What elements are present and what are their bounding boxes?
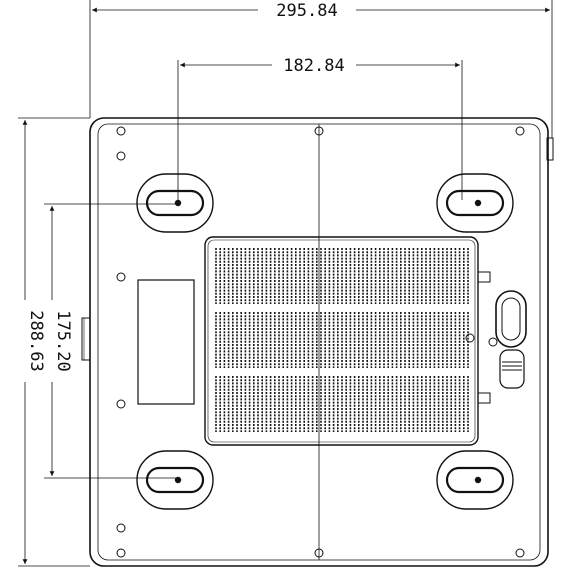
dimension-label-foot-spacing-depth: 175.20 — [53, 310, 73, 371]
rubber-feet — [136, 173, 514, 510]
rubber-foot — [136, 450, 214, 510]
rubber-foot — [136, 173, 214, 233]
dimension-foot-spacing-depth: 175.20 — [44, 203, 178, 479]
screw-holes — [116, 126, 525, 558]
dimension-foot-spacing-width: 182.84 — [177, 56, 463, 200]
vent-panel — [204, 236, 491, 446]
label-recess — [137, 279, 195, 405]
slide-switch — [495, 290, 527, 389]
dimension-overall-depth: 288.63 — [18, 117, 90, 567]
dimension-label-overall-width: 295.84 — [276, 1, 337, 21]
dimension-label-overall-depth: 288.63 — [26, 310, 46, 371]
dimension-label-foot-spacing-width: 182.84 — [283, 56, 344, 76]
dimension-overall-width: 295.84 — [89, 0, 553, 138]
rubber-foot — [436, 450, 514, 510]
vent-slots — [215, 248, 469, 432]
rubber-foot — [436, 173, 514, 233]
